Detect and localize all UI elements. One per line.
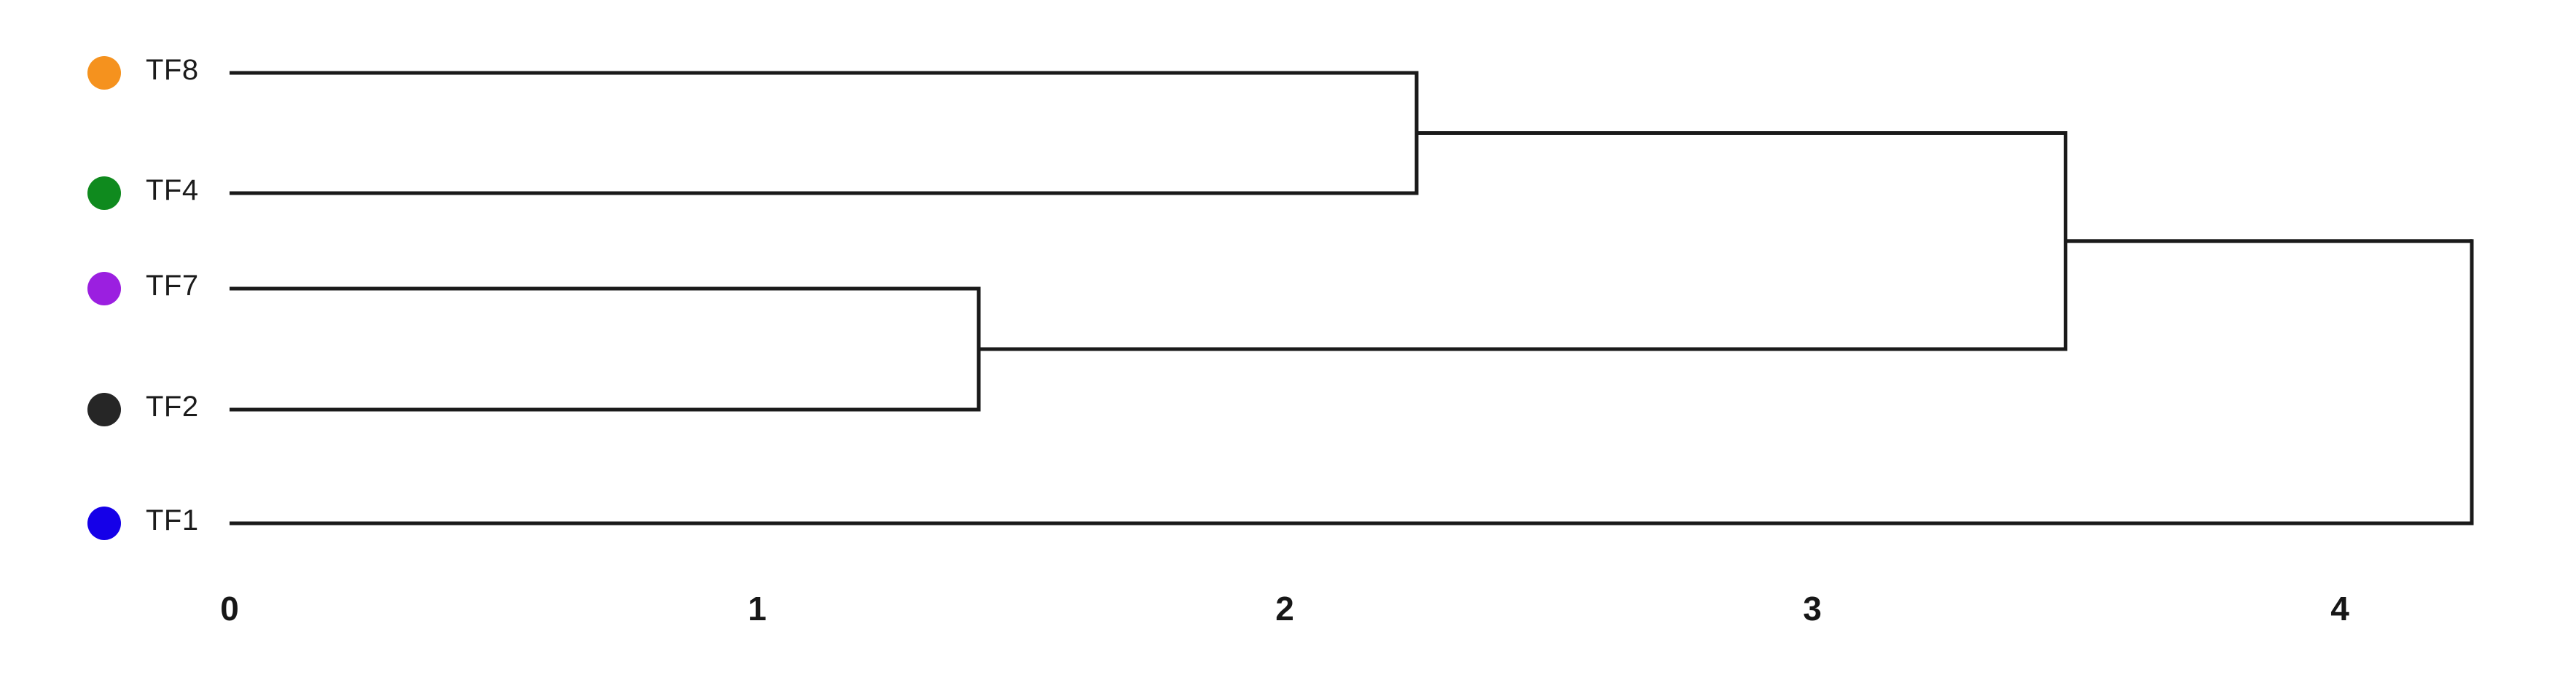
x-axis-tick-label: 0 <box>220 590 239 628</box>
leaf-color-dot-icon <box>87 507 121 540</box>
leaf-color-dot-icon <box>87 176 121 210</box>
x-axis-tick-label: 2 <box>1275 590 1294 628</box>
leaf-label: TF7 <box>146 270 199 302</box>
x-axis-tick-label: 3 <box>1803 590 1822 628</box>
leaf-label: TF1 <box>146 504 199 536</box>
x-axis-tick-label: 1 <box>748 590 767 628</box>
leaf-color-dot-icon <box>87 56 121 90</box>
leaf-color-dot-icon <box>87 393 121 426</box>
x-axis-tick-label: 4 <box>2330 590 2349 628</box>
leaf-label: TF2 <box>146 391 199 423</box>
leaf-label: TF4 <box>146 174 199 206</box>
leaf-color-dot-icon <box>87 272 121 305</box>
leaf-label: TF8 <box>146 54 199 86</box>
